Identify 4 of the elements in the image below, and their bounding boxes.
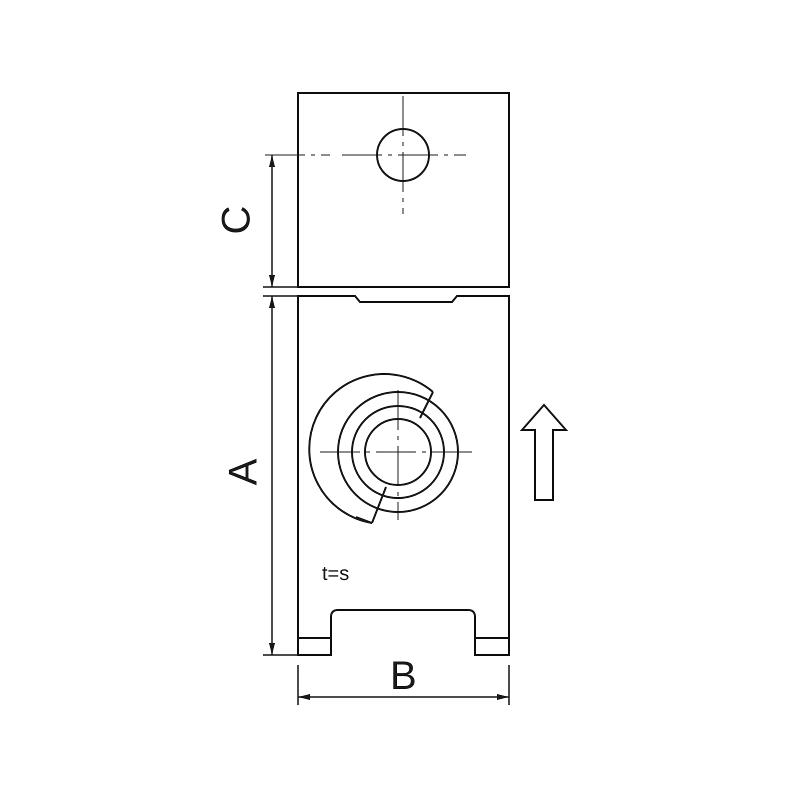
dimension-label: A — [223, 458, 264, 486]
thickness-note: t=s — [322, 564, 350, 584]
dimension-label: B — [390, 656, 417, 696]
dimension-label: C — [216, 206, 256, 234]
